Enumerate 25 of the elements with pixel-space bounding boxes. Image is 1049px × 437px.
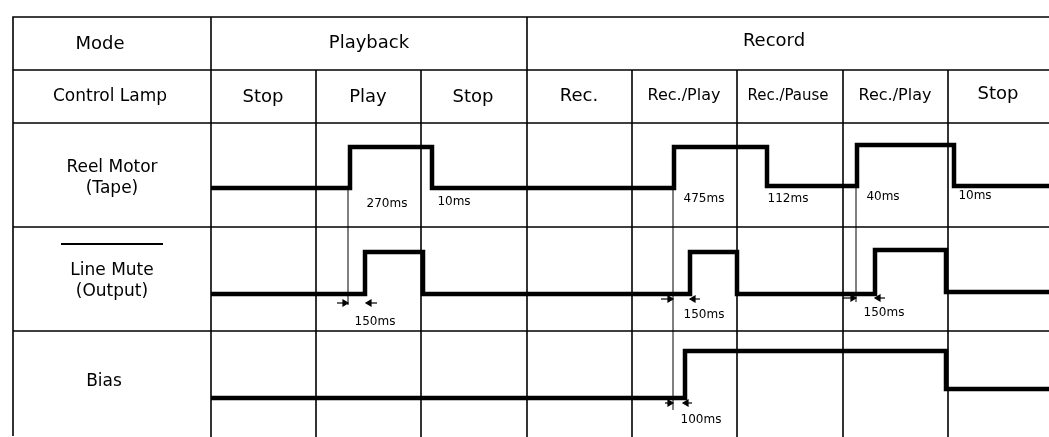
timing-label: 10ms (437, 193, 471, 209)
timing-label: 112ms (767, 190, 809, 206)
column-heading: Mode (75, 31, 125, 55)
timing-label: 150ms (354, 313, 396, 329)
row-label: Bias (86, 370, 122, 392)
state-label: Rec./Play (647, 85, 721, 105)
column-heading: Control Lamp (52, 85, 168, 107)
state-label: Play (349, 84, 387, 108)
timing-label: 100ms (680, 411, 722, 427)
state-label: Stop (977, 81, 1019, 105)
row-label: Line Mute (Output) (69, 258, 155, 302)
state-label: Rec./Pause (747, 85, 829, 105)
row-label: Reel Motor (Tape) (65, 155, 159, 199)
timing-label: 40ms (866, 188, 900, 204)
state-label: Rec. (559, 83, 599, 107)
group-heading: Record (742, 28, 806, 52)
state-label: Stop (452, 84, 494, 108)
timing-label: 150ms (863, 304, 905, 320)
timing-label: 475ms (683, 190, 725, 206)
state-label: Rec./Play (858, 85, 932, 105)
timing-label: 270ms (366, 195, 408, 211)
timing-label: 150ms (683, 306, 725, 322)
group-heading: Playback (328, 30, 410, 54)
state-label: Stop (242, 84, 284, 108)
timing-label: 10ms (958, 187, 992, 203)
